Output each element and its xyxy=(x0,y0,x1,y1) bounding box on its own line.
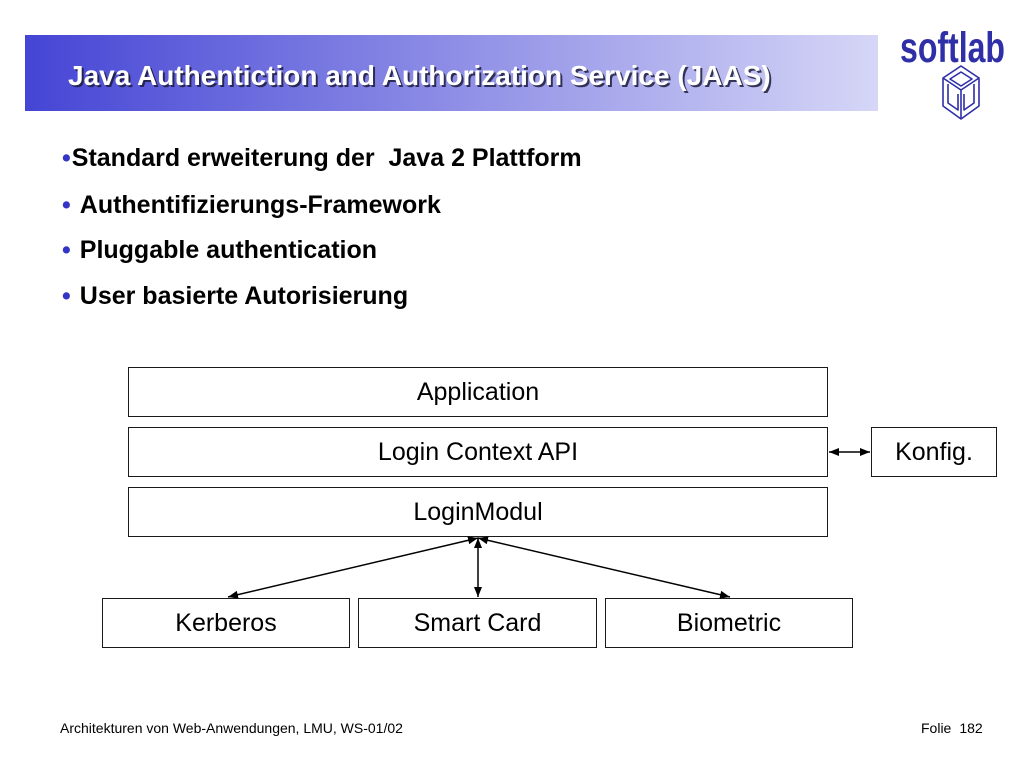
cube-icon-inner-top xyxy=(949,71,973,87)
bullet-marker: • xyxy=(62,191,71,219)
footer-slide-label: Folie xyxy=(921,720,952,736)
cube-icon-inner-left xyxy=(947,84,959,111)
bullet-item: • Pluggable authentication xyxy=(62,235,377,265)
bullet-marker: • xyxy=(62,236,71,264)
konfig-label: Konfig. xyxy=(895,437,973,466)
arrow-login-modul-biometric xyxy=(477,536,731,599)
footer-slide-number-value: 182 xyxy=(959,720,983,736)
login-context-api-label: Login Context API xyxy=(377,437,579,466)
logo-wordmark: softlab xyxy=(900,24,1005,64)
bullet-item: • User basierte Autorisierung xyxy=(62,281,408,311)
bullet-text: Authentifizierungs-Framework xyxy=(79,191,441,219)
bullet-item: • Authentifizierungs-Framework xyxy=(62,190,441,220)
kerberos-module-box: Kerberos xyxy=(102,598,350,648)
title-bar: Java Authentiction and Authorization Ser… xyxy=(25,35,878,111)
slide-title: Java Authentiction and Authorization Ser… xyxy=(68,60,771,91)
arrow-login-modul-kerberos xyxy=(227,536,479,599)
bullet-marker: • xyxy=(62,144,71,172)
cube-icon-strokes xyxy=(942,65,980,120)
smart-card-module-label: Smart Card xyxy=(413,608,542,637)
login-modul-label: LoginModul xyxy=(413,497,543,526)
bullet-text: Pluggable authentication xyxy=(79,236,378,264)
footer-course: Architekturen von Web-Anwendungen, LMU, … xyxy=(60,720,403,736)
kerberos-module-label: Kerberos xyxy=(175,608,277,637)
login-context-api-box: Login Context API xyxy=(128,427,828,477)
application-layer-label: Application xyxy=(416,377,540,406)
bullet-text: Standard erweiterung der Java 2 Plattfor… xyxy=(71,144,582,172)
logo-wordmark-graphic: softlab xyxy=(900,24,1005,64)
cube-icon xyxy=(942,65,980,120)
login-modul-box: LoginModul xyxy=(128,487,828,537)
application-layer-box: Application xyxy=(128,367,828,417)
konfig-box: Konfig. xyxy=(871,427,997,477)
softlab-logo: softlab xyxy=(898,24,1008,124)
footer-slide-number: Folie 182 xyxy=(921,720,983,737)
cube-icon-inner-right xyxy=(963,84,975,111)
biometric-module-box: Biometric xyxy=(605,598,853,648)
bullet-item: • Standard erweiterung der Java 2 Plattf… xyxy=(62,143,582,173)
biometric-module-label: Biometric xyxy=(676,608,782,637)
smart-card-module-box: Smart Card xyxy=(358,598,597,648)
bullet-marker: • xyxy=(62,282,71,310)
bullet-text: User basierte Autorisierung xyxy=(79,282,409,310)
